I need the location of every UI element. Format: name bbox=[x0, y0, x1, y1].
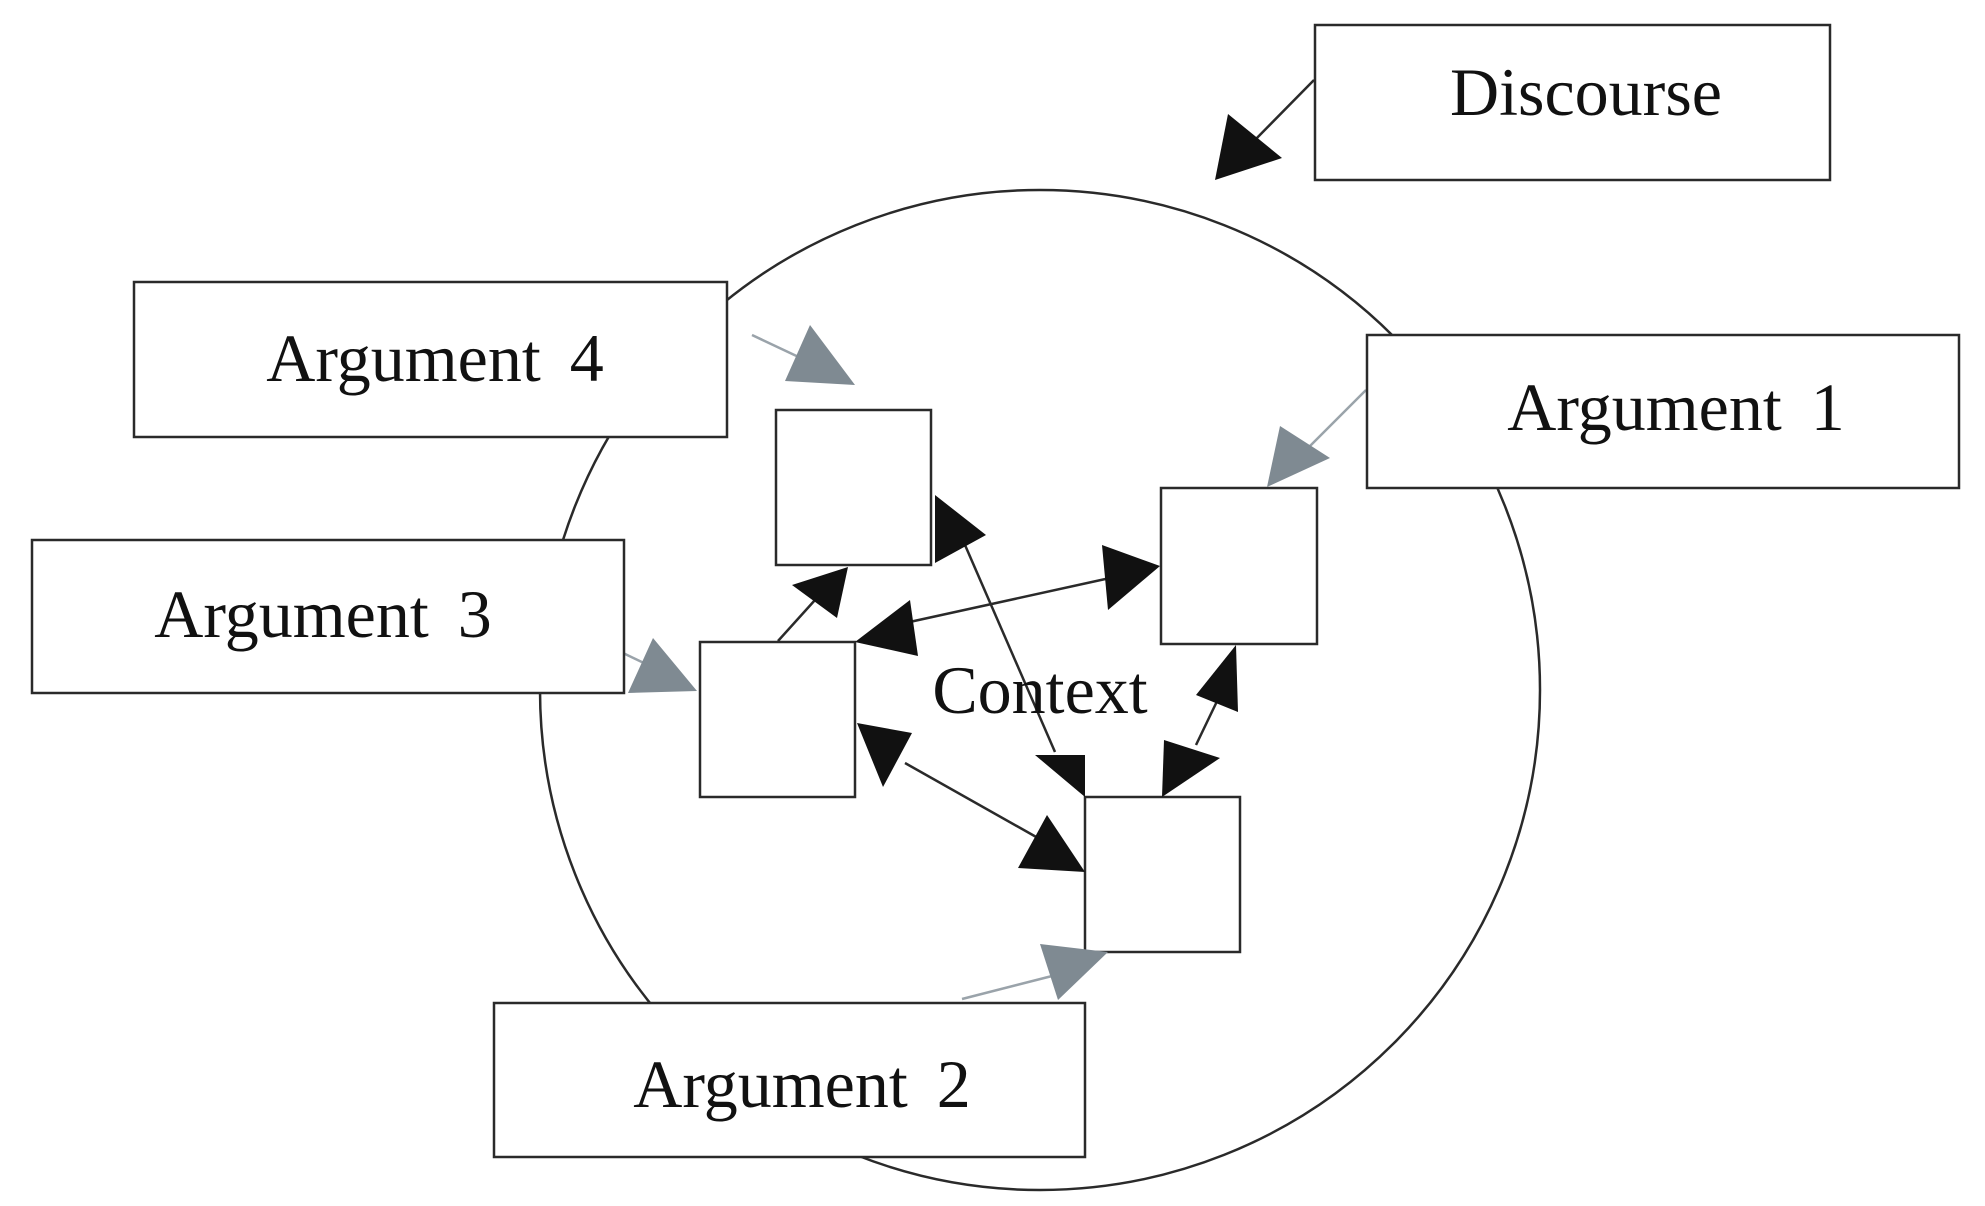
argument-2-box bbox=[492, 1001, 1087, 1159]
argument-2-arrow bbox=[961, 944, 1108, 1001]
argument-1-arrow bbox=[1267, 389, 1367, 487]
connector-left-top bbox=[777, 567, 848, 642]
inner-box-top bbox=[774, 408, 933, 567]
connector-right-bottom bbox=[1162, 645, 1238, 797]
argument-1-box bbox=[1365, 333, 1961, 490]
argument-3-label: Argument 3 bbox=[154, 576, 492, 652]
connector-left-bottom bbox=[857, 723, 1085, 872]
argument-4-arrow bbox=[751, 325, 855, 385]
argument-2-label: Argument 2 bbox=[633, 1046, 971, 1122]
discourse-label: Discourse bbox=[1450, 54, 1722, 130]
context-label: Context bbox=[932, 652, 1147, 728]
argument-3-box bbox=[30, 538, 626, 695]
argument-4-label: Argument 4 bbox=[266, 320, 604, 396]
discourse-box bbox=[1313, 23, 1832, 182]
connector-left-right bbox=[855, 545, 1160, 656]
argument-4-box bbox=[132, 280, 729, 439]
discourse-arrow bbox=[1215, 79, 1315, 180]
connector-top-bottom bbox=[935, 495, 1085, 797]
inner-box-left bbox=[698, 640, 857, 799]
argument-1-label: Argument 1 bbox=[1507, 369, 1845, 445]
inner-box-right bbox=[1159, 486, 1319, 646]
inner-box-bottom bbox=[1083, 795, 1242, 954]
